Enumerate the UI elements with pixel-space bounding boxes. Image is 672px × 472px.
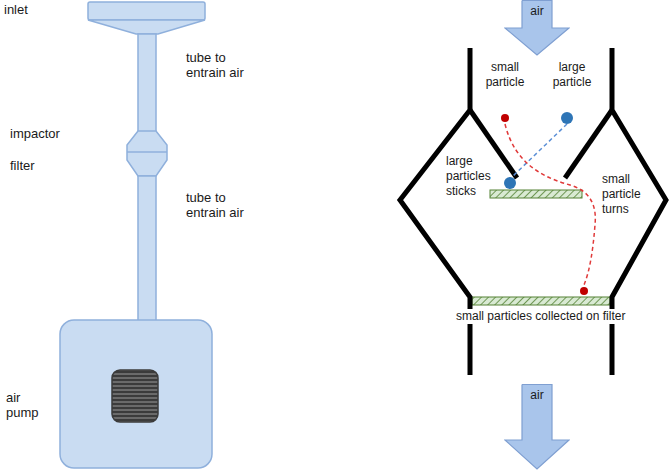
arrow-outline — [505, 1, 569, 56]
particle-label: small particle — [474, 60, 536, 90]
filter-plate — [472, 297, 610, 305]
annotation: small particles collected on filter — [453, 309, 628, 324]
air-flow-arrow: air — [504, 0, 570, 56]
part-label: filter — [10, 158, 90, 173]
impactor-detail — [400, 48, 666, 375]
large-particle-dot — [504, 177, 516, 189]
upper-tube — [138, 34, 156, 132]
air-flow-arrow: air — [504, 384, 570, 470]
impaction-plate — [490, 190, 582, 198]
flow-label: air — [522, 388, 552, 402]
pump-grille — [112, 370, 158, 422]
particle-label: large particle — [540, 60, 604, 90]
small-particle-dot — [501, 114, 509, 122]
small-particle-dot — [580, 287, 588, 295]
air-pump-body — [60, 320, 212, 468]
large-particle-path — [512, 124, 567, 177]
lower-tube — [138, 176, 156, 322]
impactor-body — [127, 131, 167, 176]
part-label: inlet — [4, 2, 64, 17]
inlet-cap — [88, 2, 205, 20]
part-label: tube to entrain air — [186, 190, 268, 220]
part-label: impactor — [10, 126, 90, 141]
small-particle-path — [505, 124, 595, 285]
impactor-seam — [127, 151, 167, 153]
part-label: air pump — [6, 390, 50, 420]
annotation: small particle turns — [602, 172, 652, 217]
annotation: large particles sticks — [446, 154, 500, 199]
large-particle-dot — [561, 112, 573, 124]
inlet-funnel — [88, 20, 205, 34]
nozzle-wall — [470, 110, 517, 178]
flow-label: air — [522, 4, 552, 18]
part-label: tube to entrain air — [186, 50, 268, 80]
housing-wall-left — [400, 48, 470, 375]
arrow-outline — [505, 385, 569, 470]
